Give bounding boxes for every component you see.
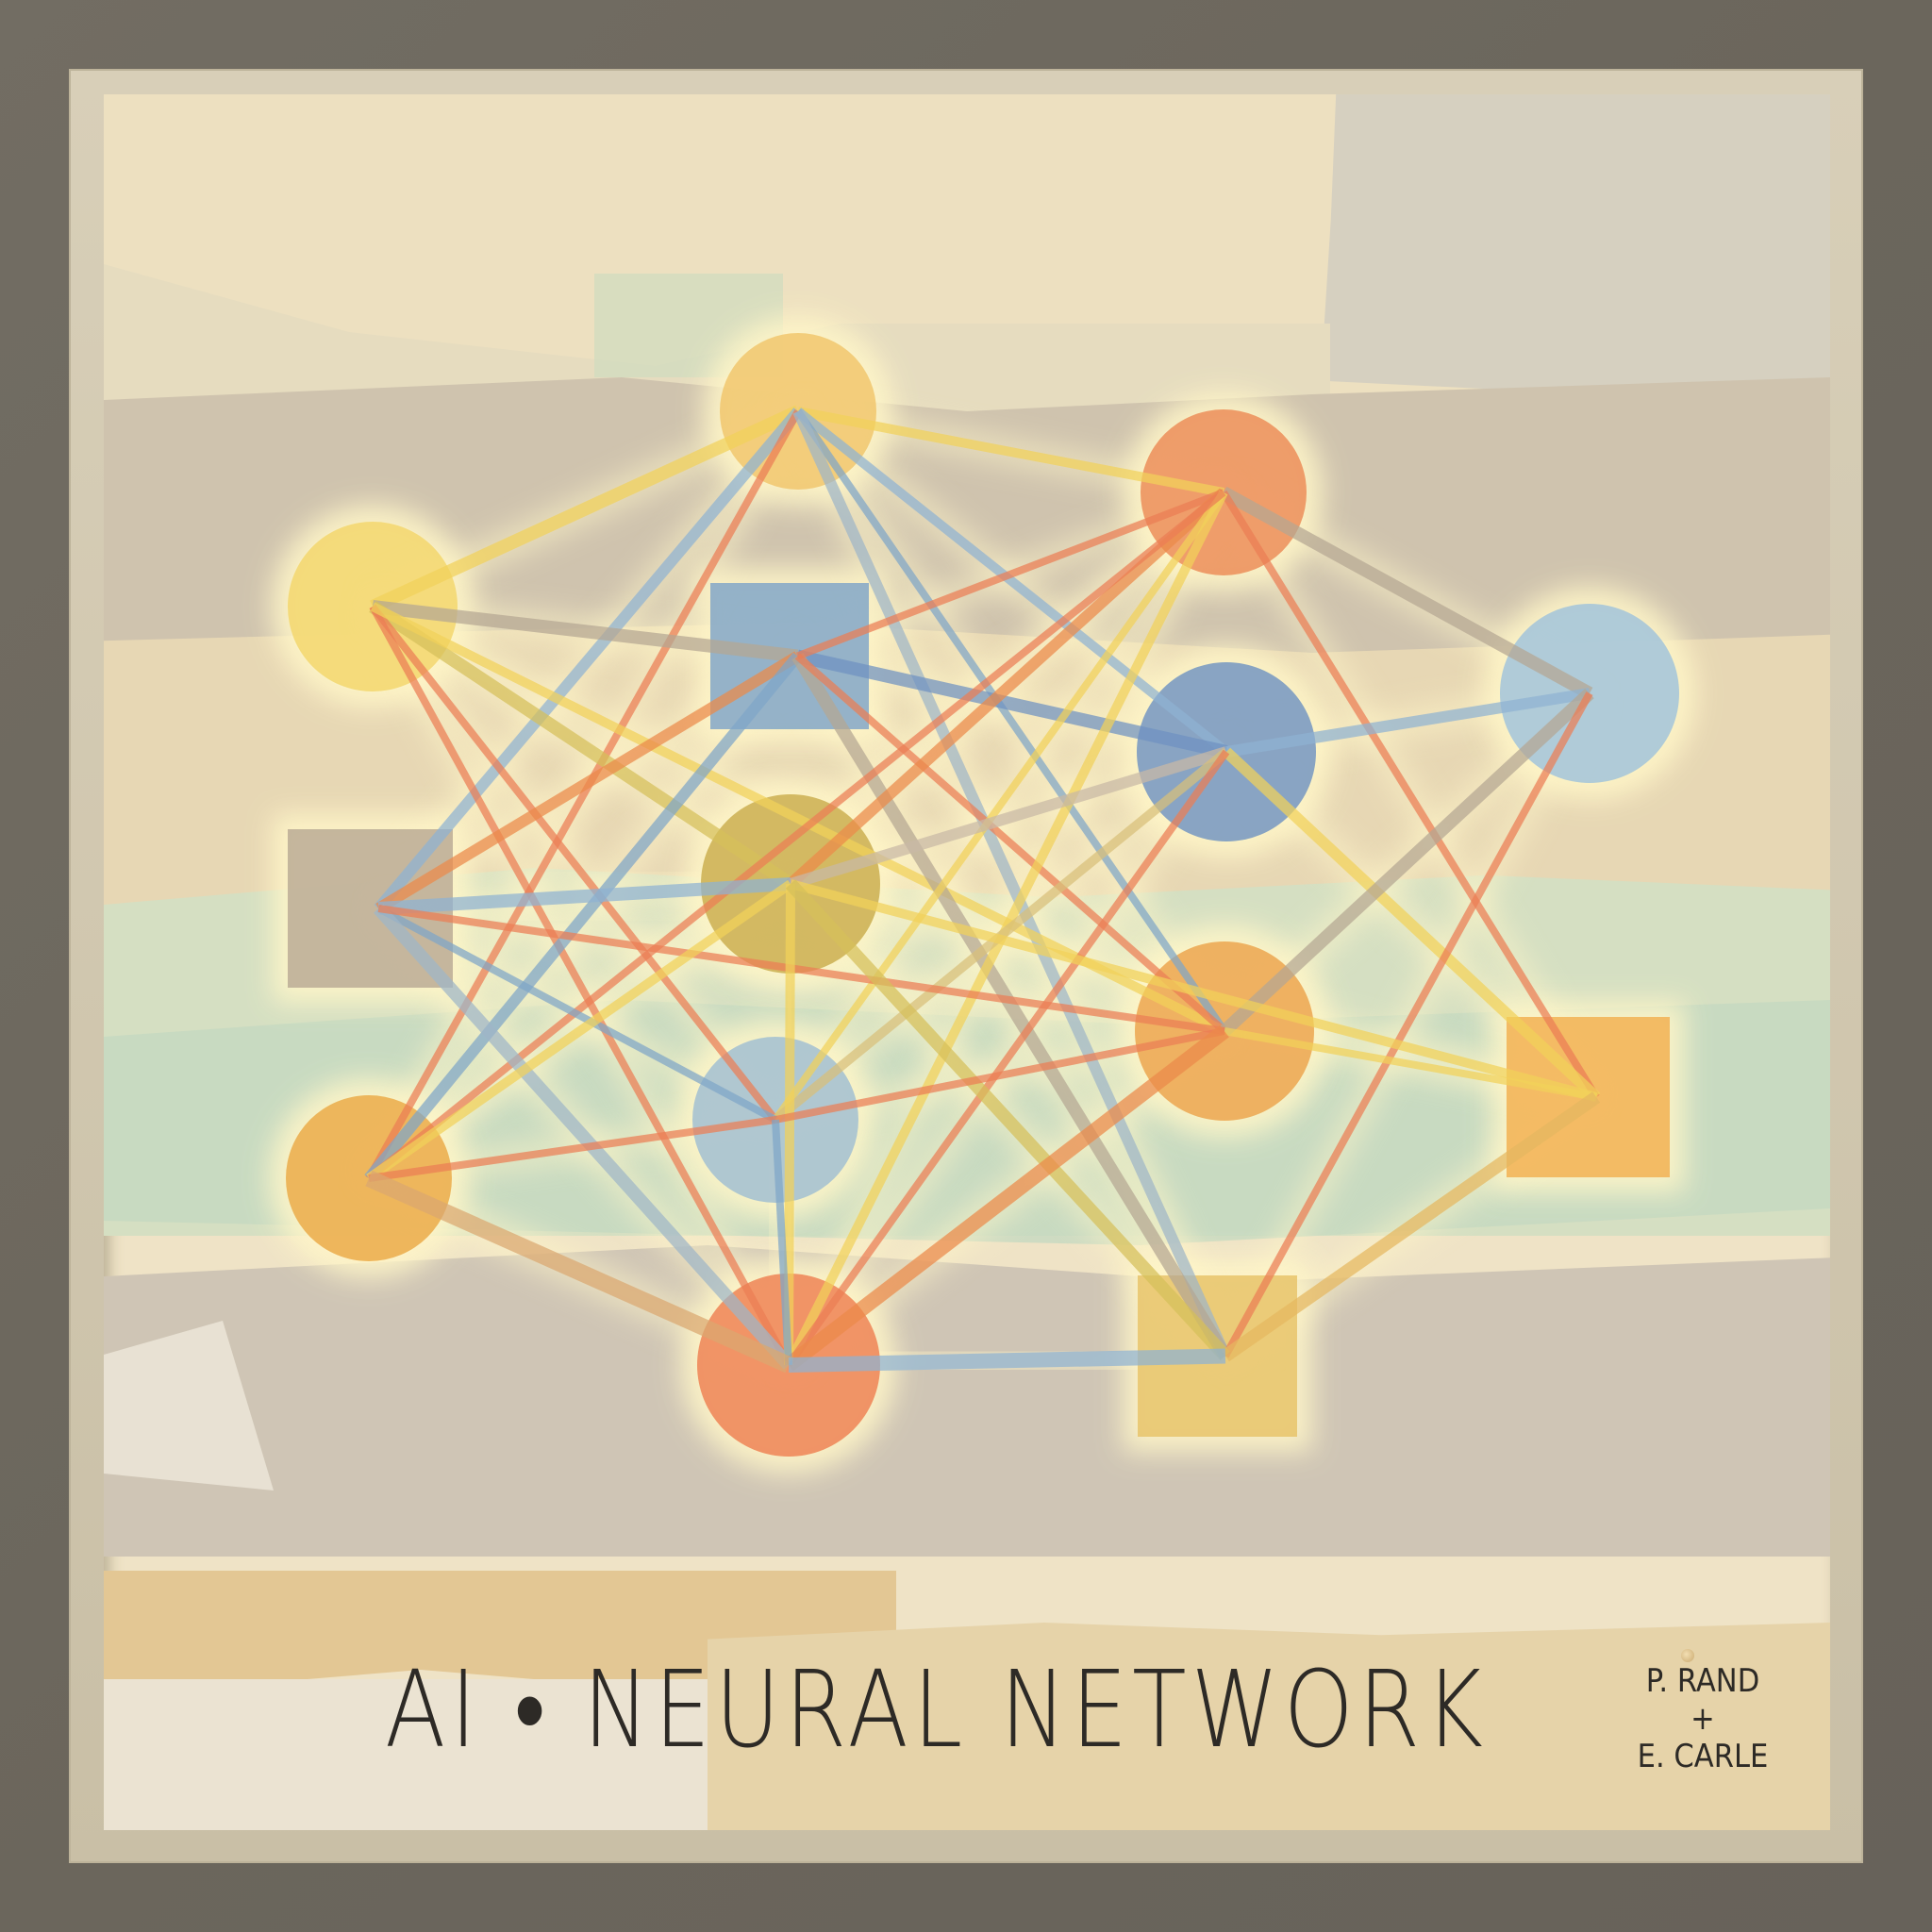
connection-line (366, 879, 793, 1183)
connection-line (797, 407, 1224, 497)
connection-line (1221, 1091, 1601, 1362)
connection-line (375, 651, 801, 914)
connection-line (784, 1024, 1229, 1372)
connection-line (369, 601, 794, 890)
connection-line (1222, 747, 1601, 1102)
connection-line (1220, 490, 1600, 1100)
connection-line (370, 405, 801, 613)
connection-line (794, 408, 1228, 1034)
credit-plus: + (1690, 1700, 1715, 1738)
connection-line (789, 879, 1598, 1102)
connection-line (365, 1170, 792, 1374)
paper-strip-top-right-grey (1321, 94, 1830, 406)
connection-line (795, 489, 1225, 660)
connection-line (786, 488, 1228, 889)
credit-line-1: P. RAND (1645, 1662, 1760, 1700)
connection-line (369, 604, 779, 1123)
neural-network-diagram (269, 316, 1696, 1474)
connection-line (785, 879, 1231, 1361)
credit-line-2: E. CARLE (1637, 1738, 1769, 1775)
connection-line (368, 1116, 776, 1182)
connection-line (795, 649, 1228, 758)
connection-line (794, 408, 1230, 756)
connection-line (1224, 1027, 1597, 1101)
connection-line (1222, 691, 1593, 1358)
connection-line (788, 1348, 1226, 1373)
connection-line (376, 905, 777, 1124)
connection-line (374, 904, 794, 1370)
connection-line (789, 746, 1228, 890)
connection-line (377, 877, 791, 915)
connection-line (784, 883, 795, 1366)
connection-line (377, 905, 1225, 1035)
paper-strip-grey-band-2 (104, 1245, 1830, 1557)
connection-line (1225, 688, 1591, 758)
connection-line (1220, 486, 1593, 700)
connection-line (774, 1027, 1225, 1124)
connection-line (364, 652, 803, 1182)
connection-line (365, 409, 802, 1180)
connection-line (1220, 688, 1594, 1037)
artwork-title: AI • NEURAL NETWORK (385, 1649, 1488, 1772)
connection-line (369, 605, 792, 1367)
paper-strip-bottom-tan (708, 1623, 1830, 1830)
artist-credits: P. RAND + E. CARLE (1626, 1662, 1779, 1775)
paper-strip-bottom-light (104, 1679, 764, 1830)
connection-line (374, 408, 803, 912)
connection-line (772, 490, 1227, 1123)
connection-line (785, 749, 1230, 1368)
connection-line (792, 408, 1231, 1358)
connection-line (772, 1119, 792, 1366)
collage-artwork: AI • NEURAL NETWORK P. RAND + E. CARLE (104, 94, 1830, 1830)
push-pin-icon (1681, 1649, 1694, 1662)
connection-line (794, 653, 1227, 1035)
edges-layer (364, 405, 1601, 1374)
connection-line (372, 600, 799, 663)
